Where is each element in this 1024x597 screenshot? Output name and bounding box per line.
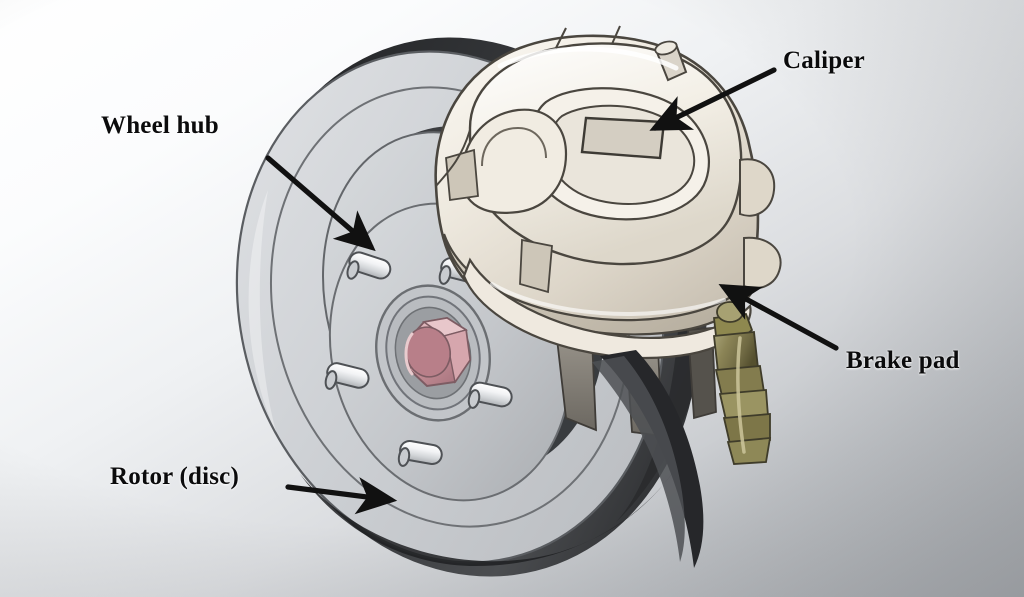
callout-label-brake-pad: Brake pad xyxy=(846,347,960,374)
arrow-wheel-hub xyxy=(265,155,376,252)
hub-center-nut xyxy=(404,316,472,388)
caliper-bracket-fin-lower xyxy=(519,238,553,294)
rotor-highlight xyxy=(248,190,276,432)
center-nut-highlight xyxy=(404,332,414,376)
caliper-bracket-fin-left xyxy=(445,148,479,202)
boot-ring-4 xyxy=(726,436,772,465)
caliper-mount-lug-upper xyxy=(739,158,776,217)
lug-stud xyxy=(397,439,443,467)
caliper-seam-2 xyxy=(611,25,621,45)
bleeder-nipple xyxy=(654,40,688,82)
caliper-edge-seam xyxy=(435,129,471,187)
arrow-rotor-disc xyxy=(285,477,398,515)
rotor-front-edge xyxy=(600,350,704,568)
arrow-brake-pad xyxy=(718,284,839,351)
lug-stud xyxy=(467,381,513,409)
lug-stud xyxy=(324,362,370,390)
callout-label-caliper: Caliper xyxy=(783,47,865,74)
caliper-piston-bore xyxy=(460,108,568,214)
caliper-bore-shade xyxy=(481,126,547,167)
boot-highlight xyxy=(736,336,746,454)
callout-label-rotor-disc: Rotor (disc) xyxy=(110,463,239,490)
callout-label-wheel-hub: Wheel hub xyxy=(101,112,219,139)
callout-arrows xyxy=(265,67,839,515)
caliper-seam-1 xyxy=(555,27,567,49)
arrow-caliper xyxy=(649,67,777,131)
caliper-inspection-slot xyxy=(580,116,666,160)
lug-studs xyxy=(324,251,513,467)
boot-cap xyxy=(716,301,744,323)
rotor-front-edge-highlight xyxy=(592,356,685,562)
caliper-top-highlight xyxy=(497,46,679,71)
caliper-bottom-highlight xyxy=(490,282,726,316)
lug-stud xyxy=(346,251,392,280)
